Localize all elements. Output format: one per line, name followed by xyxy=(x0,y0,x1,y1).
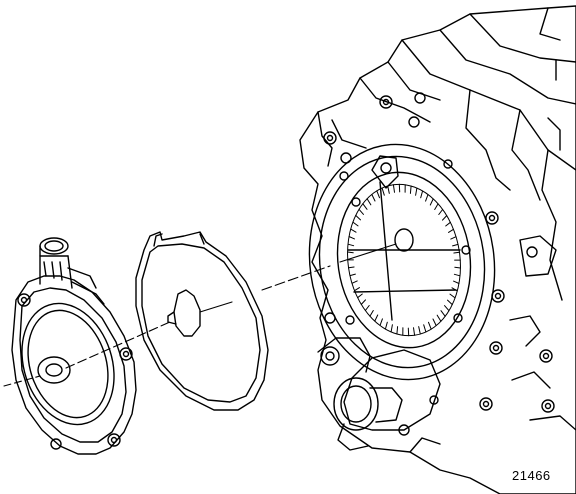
timing-ring-tick-marks xyxy=(347,183,461,337)
gasket-plate xyxy=(135,231,269,411)
assembly-axis-line xyxy=(3,243,397,387)
outlet-housing xyxy=(317,337,441,453)
front-cover xyxy=(11,237,137,455)
engine-block xyxy=(299,5,576,494)
center-bore xyxy=(394,228,414,252)
figure-reference-number: 21466 xyxy=(512,468,551,483)
